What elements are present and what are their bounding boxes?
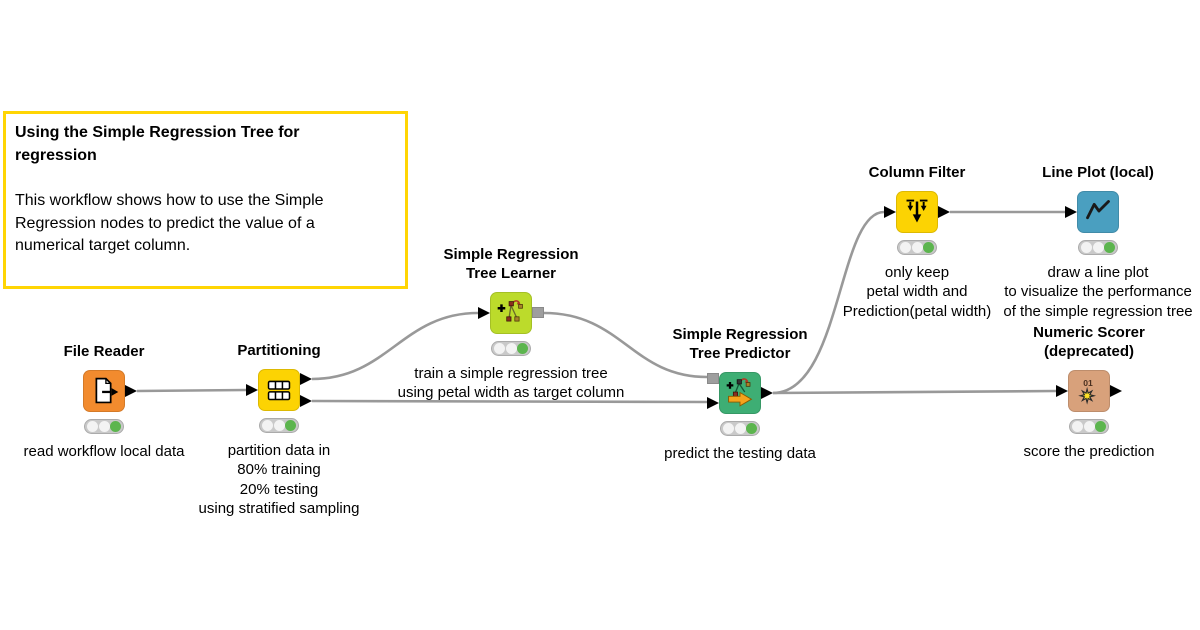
- output-port[interactable]: [938, 205, 950, 218]
- annotation-body: This workflow shows how to use the Simpl…: [15, 192, 324, 254]
- node-title: File Reader: [63, 343, 145, 360]
- status-red-dot: [87, 421, 98, 432]
- edge-learner-to-predictor[interactable]: [543, 311, 708, 379]
- data-input-port[interactable]: [707, 396, 719, 409]
- status-yellow-dot: [1092, 242, 1104, 253]
- node-file-reader: File Reader read workflow local data: [24, 343, 185, 460]
- node-title: Simple Regression Tree Learner: [443, 246, 579, 282]
- partitioning-icon: [267, 380, 291, 401]
- node-caption: partition data in 80% training 20% testi…: [198, 442, 360, 517]
- status-green-dot: [517, 343, 528, 354]
- node-title: Simple Regression Tree Predictor: [672, 326, 808, 362]
- learner-node-body[interactable]: [490, 292, 532, 334]
- output-port[interactable]: [761, 386, 773, 399]
- status-traffic-light: [491, 341, 531, 356]
- status-yellow-dot: [1083, 421, 1095, 432]
- output-port[interactable]: [1110, 384, 1122, 397]
- status-traffic-light: [84, 419, 124, 434]
- status-yellow-dot: [98, 421, 110, 432]
- status-red-dot: [900, 242, 911, 253]
- status-red-dot: [1072, 421, 1083, 432]
- status-traffic-light: [1078, 240, 1118, 255]
- output-port-top[interactable]: [300, 372, 312, 385]
- regression-tree-learner-icon: [497, 300, 523, 322]
- edge-partitioning-to-predictor[interactable]: [311, 399, 708, 404]
- annotation-title: Using the Simple Regression Tree for reg…: [15, 124, 300, 164]
- node-partitioning: Partitioning partition data in 80% train…: [199, 342, 360, 517]
- input-port[interactable]: [1056, 384, 1068, 397]
- numeric-scorer-node-body[interactable]: 01: [1068, 370, 1110, 412]
- node-caption: predict the testing data: [664, 445, 816, 462]
- status-red-dot: [723, 423, 734, 434]
- input-port[interactable]: [478, 306, 490, 319]
- line-plot-icon: [1086, 200, 1110, 220]
- node-simple-regression-tree-predictor: Simple Regression Tree Predictor predict…: [664, 326, 816, 462]
- edge-partitioning-to-learner[interactable]: [311, 311, 479, 381]
- output-port-bottom[interactable]: [300, 394, 312, 407]
- node-title: Numeric Scorer (deprecated): [1033, 324, 1145, 360]
- node-caption: score the prediction: [1023, 443, 1155, 460]
- predictor-node-body[interactable]: [719, 372, 761, 414]
- file-reader-node-body[interactable]: [83, 370, 125, 412]
- workflow-annotation[interactable]: Using the Simple Regression Tree for reg…: [3, 111, 408, 289]
- model-input-port[interactable]: [707, 373, 719, 384]
- status-traffic-light: [1069, 419, 1109, 434]
- node-title: Column Filter: [868, 164, 966, 181]
- status-traffic-light: [897, 240, 937, 255]
- status-yellow-dot: [911, 242, 923, 253]
- svg-text:01: 01: [1083, 378, 1093, 388]
- column-filter-node-body[interactable]: [896, 191, 938, 233]
- node-simple-regression-tree-learner: Simple Regression Tree Learner train a s…: [398, 246, 625, 401]
- input-port[interactable]: [1065, 205, 1077, 218]
- status-yellow-dot: [273, 420, 285, 431]
- edge-file-reader-to-partitioning[interactable]: [136, 388, 247, 393]
- node-line-plot-local: Line Plot (local) draw a line plot to vi…: [1003, 164, 1192, 320]
- model-output-port[interactable]: [532, 307, 544, 318]
- node-caption: draw a line plot to visualize the perfor…: [1003, 264, 1193, 320]
- node-caption: only keep petal width and Prediction(pet…: [842, 264, 992, 320]
- status-red-dot: [494, 343, 505, 354]
- edge-predictor-to-numeric-scorer[interactable]: [772, 389, 1057, 395]
- status-green-dot: [110, 421, 121, 432]
- node-title: Partitioning: [237, 342, 321, 359]
- status-red-dot: [1081, 242, 1092, 253]
- edge-predictor-to-column-filter[interactable]: [772, 210, 885, 395]
- status-green-dot: [746, 423, 757, 434]
- node-numeric-scorer-deprecated: Numeric Scorer (deprecated) 01 score the…: [1024, 324, 1155, 460]
- status-red-dot: [262, 420, 273, 431]
- node-column-filter: Column Filter only keep petal width and …: [843, 164, 991, 320]
- status-yellow-dot: [505, 343, 517, 354]
- line-plot-node-body[interactable]: [1077, 191, 1119, 233]
- node-title: Line Plot (local): [1042, 164, 1154, 181]
- status-traffic-light: [720, 421, 760, 436]
- column-filter-icon: [906, 199, 928, 223]
- input-port[interactable]: [884, 205, 896, 218]
- node-caption: train a simple regression tree using pet…: [397, 365, 625, 402]
- status-green-dot: [923, 242, 934, 253]
- status-green-dot: [1104, 242, 1115, 253]
- regression-tree-predictor-icon: [726, 378, 753, 407]
- status-traffic-light: [259, 418, 299, 433]
- partitioning-node-body[interactable]: [258, 369, 300, 411]
- status-green-dot: [285, 420, 296, 431]
- status-yellow-dot: [734, 423, 746, 434]
- input-port[interactable]: [246, 383, 258, 396]
- node-caption: read workflow local data: [23, 443, 185, 460]
- file-reader-icon: [95, 377, 119, 404]
- status-green-dot: [1095, 421, 1106, 432]
- output-port[interactable]: [125, 384, 137, 397]
- numeric-scorer-icon: 01: [1078, 378, 1097, 405]
